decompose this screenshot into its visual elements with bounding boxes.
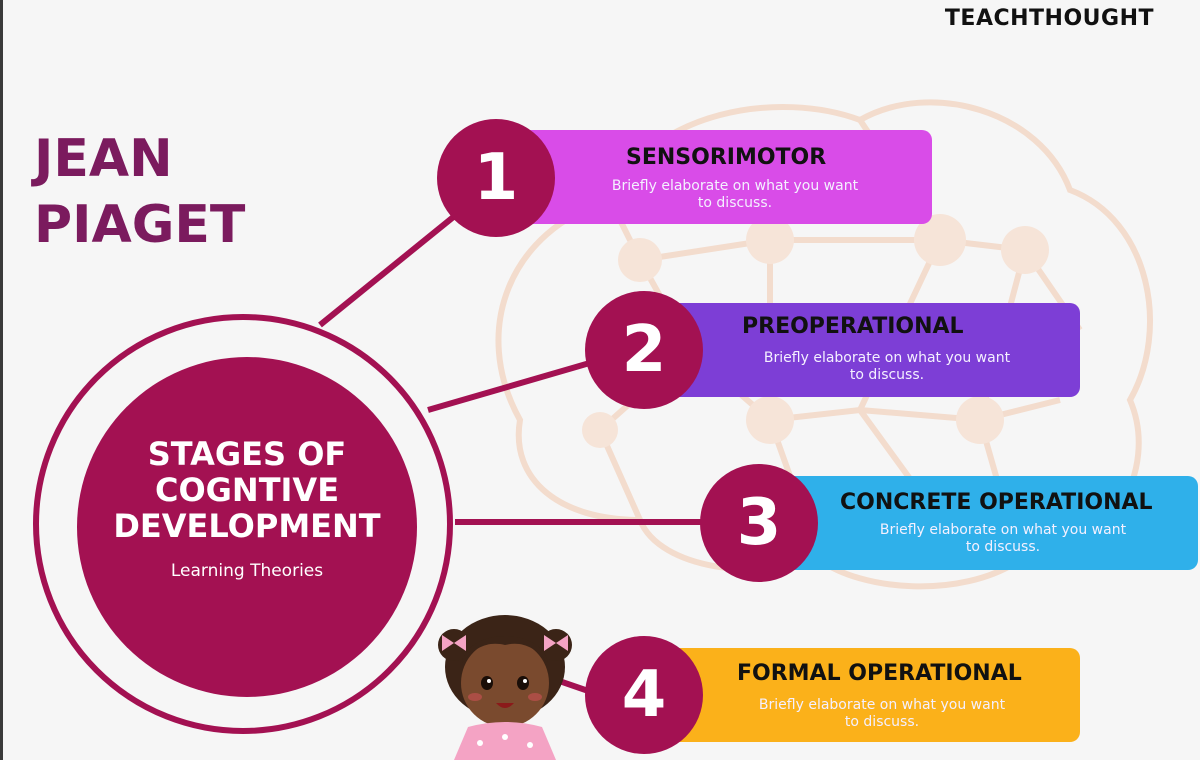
center-title-line1: STAGES OF (147, 435, 347, 473)
stage-4-title: FORMAL OPERATIONAL (737, 661, 1022, 686)
stage-4-desc: Briefly elaborate on what you want to di… (737, 697, 1027, 731)
title-line2: PIAGET (34, 195, 246, 255)
center-outer-ring (33, 314, 453, 734)
stage-4-box (660, 648, 1080, 742)
stage-3-number: 3 (700, 464, 818, 582)
center-title-line2: COGNTIVE (154, 471, 340, 509)
stage-1-box (510, 130, 932, 224)
left-border (0, 0, 3, 760)
center-subtitle: Learning Theories (170, 561, 324, 581)
stage-3-desc: Briefly elaborate on what you want to di… (858, 522, 1148, 556)
stage-4-desc-line2: to discuss. (844, 714, 920, 730)
title-line1: JEAN (34, 129, 173, 189)
stage-1-desc-line1: Briefly elaborate on what you want (611, 178, 859, 194)
stage-3-desc-line2: to discuss. (965, 539, 1041, 555)
stage-2-number: 2 (585, 291, 703, 409)
stage-2-desc-line1: Briefly elaborate on what you want (763, 350, 1011, 366)
stage-1-desc-line2: to discuss. (697, 195, 773, 211)
girl-character (438, 615, 572, 760)
page-title: JEAN PIAGET (34, 126, 245, 258)
stage-4-desc-line1: Briefly elaborate on what you want (758, 697, 1006, 713)
stage-2-box (660, 303, 1080, 397)
stage-3-title: CONCRETE OPERATIONAL (840, 490, 1153, 515)
stage-2-desc: Briefly elaborate on what you want to di… (742, 350, 1032, 384)
stage-1-desc: Briefly elaborate on what you want to di… (590, 178, 880, 212)
stage-3-box (780, 476, 1198, 570)
stage-1-title: SENSORIMOTOR (626, 145, 827, 170)
stage-3-desc-line1: Briefly elaborate on what you want (879, 522, 1127, 538)
center-title-line3: DEVELOPMENT (113, 507, 381, 545)
stage-2-desc-line2: to discuss. (849, 367, 925, 383)
brand-logo: TEACHTHOUGHT (944, 6, 1154, 31)
stage-4-number: 4 (585, 636, 703, 754)
stage-1-number: 1 (437, 119, 555, 237)
stage-2-title: PREOPERATIONAL (742, 314, 964, 339)
center-title: STAGES OF COGNTIVE DEVELOPMENT (77, 436, 417, 544)
center-circle (77, 357, 417, 697)
